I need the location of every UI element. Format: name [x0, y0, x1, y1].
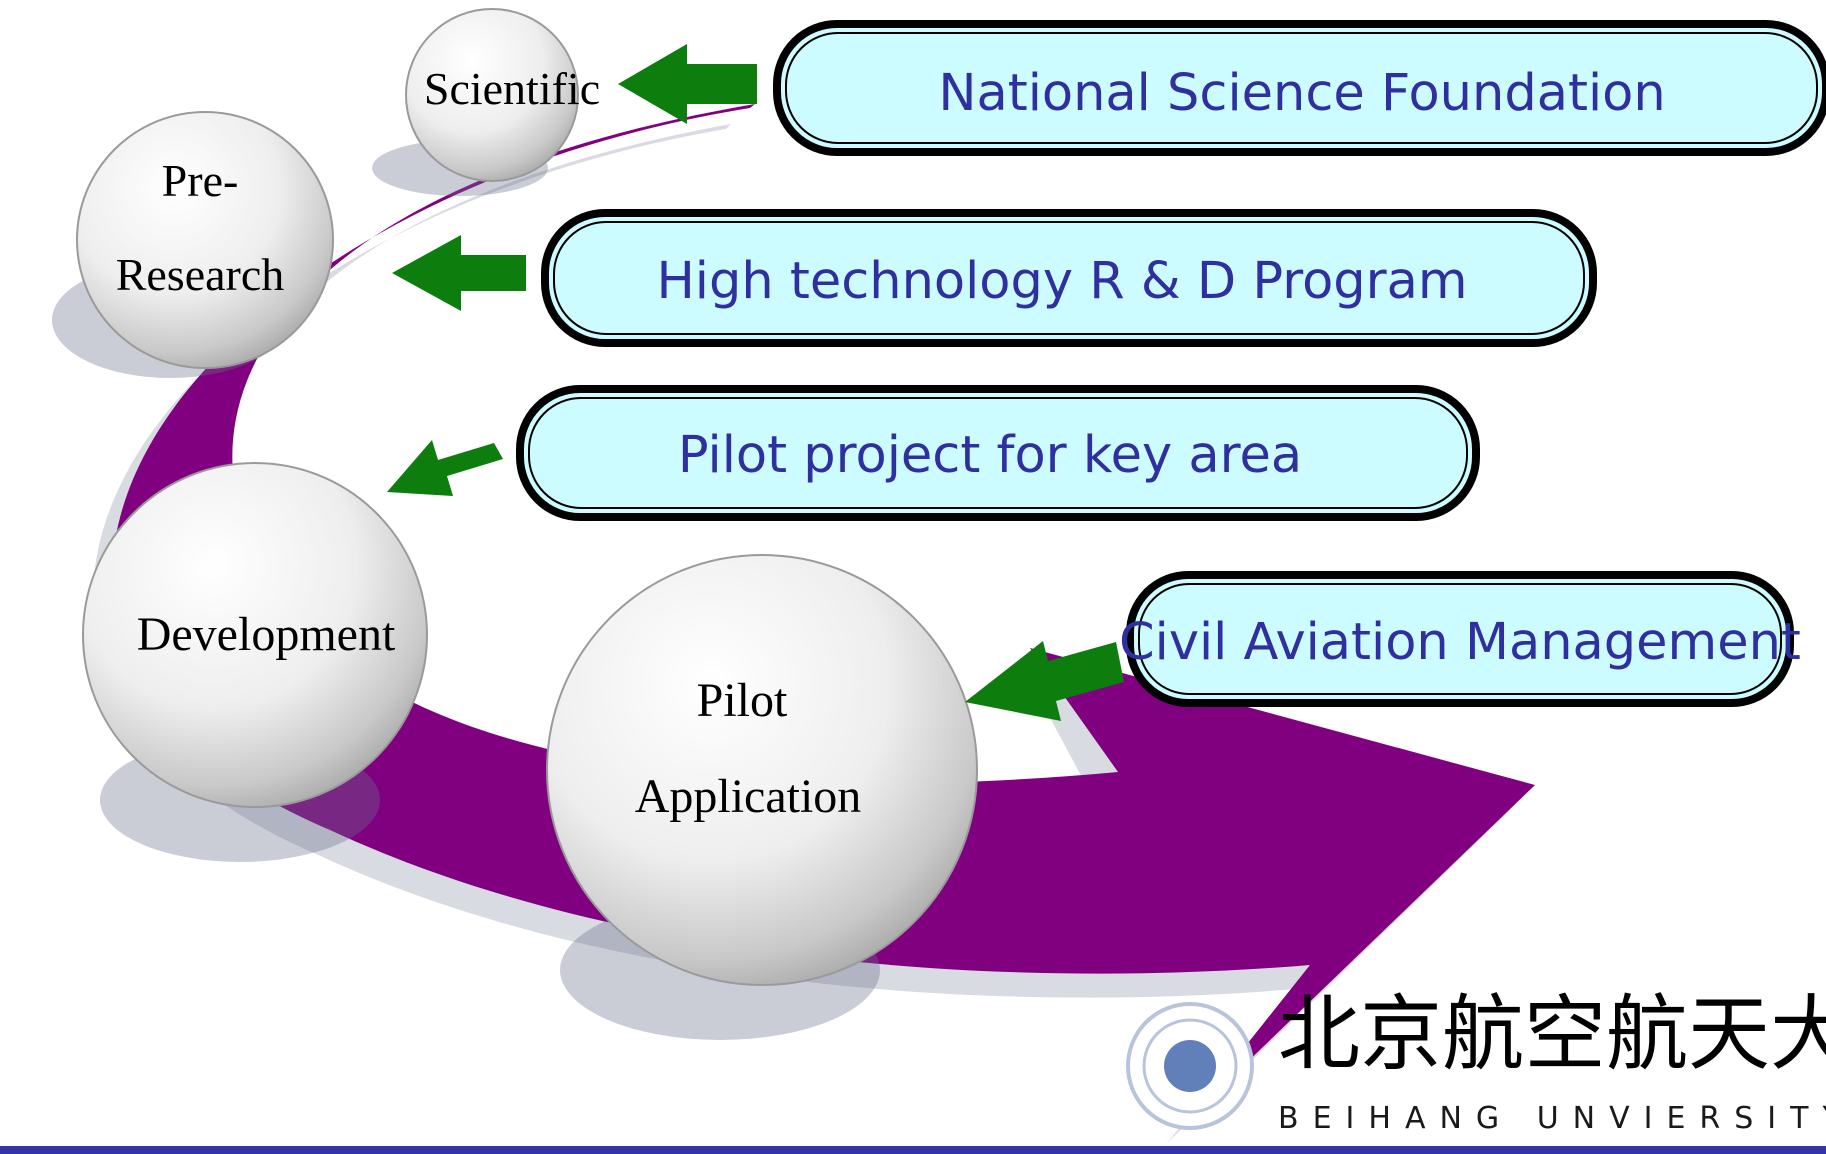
stage-label-development: Development [137, 608, 396, 661]
stage-label-pilot-line1: Pilot [697, 674, 788, 727]
program-label-pilot-key-area: Pilot project for key area [678, 426, 1302, 485]
arrow-pilot-key-area [387, 440, 503, 496]
development-sphere [82, 462, 428, 808]
program-box-national-science-foundation: National Science Foundation [773, 20, 1826, 156]
program-label-national-science-foundation: National Science Foundation [938, 64, 1665, 123]
stage-label-pre-research-line1: Pre- [162, 155, 239, 206]
arrow-national-science-foundation [618, 44, 757, 124]
scientific-sphere [405, 8, 579, 182]
beihang-logo: 北京航空航天大学 BEIHANG UNVIERSITY [1126, 987, 1826, 1136]
stage-label-pre-research-line2: Research [116, 249, 285, 300]
arrow-civil-aviation [965, 641, 1124, 721]
university-name-english: BEIHANG UNVIERSITY [1278, 1101, 1826, 1136]
university-name-chinese: 北京航空航天大学 [1278, 987, 1826, 1082]
program-label-civil-aviation: Civil Aviation Management [1119, 613, 1801, 672]
stage-label-scientific: Scientific [424, 63, 600, 114]
footer-line [0, 1146, 1826, 1154]
program-label-high-tech-rd: High technology R & D Program [656, 252, 1467, 311]
program-box-high-tech-rd: High technology R & D Program [541, 209, 1597, 347]
flow-band [112, 104, 1535, 1122]
program-box-pilot-key-area: Pilot project for key area [516, 385, 1480, 521]
arrow-high-tech-rd [392, 235, 526, 311]
program-box-civil-aviation: Civil Aviation Management [1119, 571, 1801, 707]
stage-label-pilot-line2: Application [635, 770, 862, 823]
pilot-application-sphere [546, 554, 978, 986]
pre-research-sphere [76, 111, 334, 369]
